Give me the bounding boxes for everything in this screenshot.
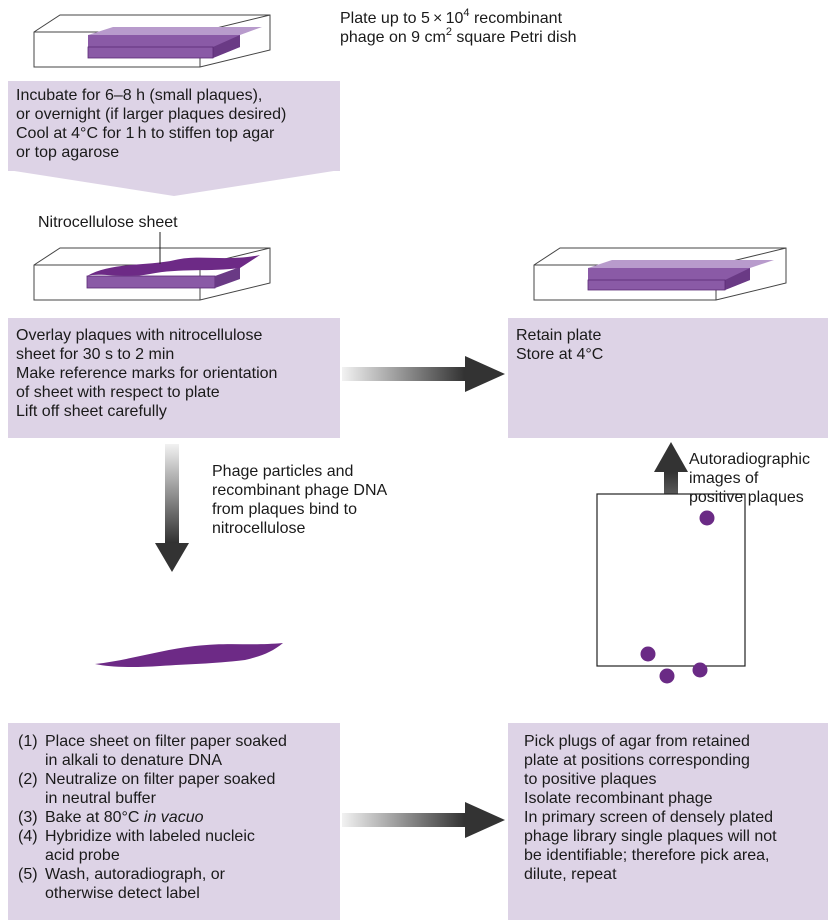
overlay-line: Overlay plaques with nitrocellulose	[16, 327, 263, 344]
step1-caption-line2: phage on 9 cm2 square Petri dish	[340, 25, 577, 46]
autoradiographic-caption: Autoradiographic images of positive plaq…	[689, 450, 810, 507]
retain-box: Retain plate Store at 4°C	[508, 318, 828, 438]
pick-line: Isolate recombinant phage	[524, 790, 713, 807]
incubate-line: or overnight (if larger plaques desired)	[16, 106, 287, 123]
positive-plaque	[692, 662, 708, 678]
petri-dish-with-sheet	[33, 232, 271, 301]
bind-caption-line: from plaques bind to	[212, 501, 357, 518]
bind-caption-line: Phage particles and	[212, 463, 354, 480]
hybridize-box: (1) Place sheet on filter paper soaked in…	[8, 723, 340, 920]
positive-plaque	[640, 646, 656, 662]
procedure-item-4: (4) Hybridize with labeled nucleic acid p…	[18, 827, 340, 865]
procedure-line: acid probe	[45, 847, 120, 864]
pick-line: be identifiable; therefore pick area,	[524, 847, 770, 864]
incubate-line: Incubate for 6–8 h (small plaques),	[16, 87, 263, 104]
procedure-number: (5)	[18, 866, 38, 883]
overlay-line: Make reference marks for orientation	[16, 365, 278, 382]
bind-caption: Phage particles and recombinant phage DN…	[212, 462, 387, 538]
procedure-line: Neutralize on filter paper soaked	[45, 771, 276, 788]
overlay-line: of sheet with respect to plate	[16, 384, 220, 401]
procedure-line: in neutral buffer	[45, 790, 156, 807]
pick-line: to positive plaques	[524, 771, 657, 788]
pick-plugs-box: Pick plugs of agar from retained plate a…	[508, 723, 828, 920]
petri-dish-retained	[533, 247, 787, 301]
procedure-item-1: (1) Place sheet on filter paper soaked in…	[18, 732, 340, 770]
incubate-line: Cool at 4°C for 1 h to stiffen top agar	[16, 125, 275, 142]
procedure-item-2: (2) Neutralize on filter paper soaked in …	[18, 770, 340, 808]
pick-line: In primary screen of densely plated	[524, 809, 774, 826]
nitrocellulose-sheet-label: Nitrocellulose sheet	[38, 214, 178, 231]
incubate-line: or top agarose	[16, 144, 120, 161]
nitrocellulose-sheet-shape	[87, 255, 260, 276]
overlay-line: sheet for 30 s to 2 min	[16, 346, 175, 363]
procedure-line: Hybridize with labeled nucleic	[45, 828, 255, 845]
incubate-box: Incubate for 6–8 h (small plaques), or o…	[8, 81, 340, 171]
autorad-caption-line: Autoradiographic	[689, 451, 810, 468]
autoradiograph-film	[596, 493, 746, 684]
lifted-sheet-shape	[95, 643, 283, 668]
arrow-to-retain	[342, 356, 505, 392]
pick-line: plate at positions corresponding	[524, 752, 750, 769]
step1-caption-line1: Plate up to 5 × 104 recombinant	[340, 6, 563, 27]
arrow-to-pick	[342, 802, 505, 838]
procedure-line: in alkali to denature DNA	[45, 752, 222, 769]
procedure-line: Place sheet on filter paper soaked	[45, 733, 287, 750]
procedure-line: Wash, autoradiograph, or	[45, 866, 225, 883]
pick-line: dilute, repeat	[524, 866, 617, 883]
overlay-box: Overlay plaques with nitrocellulose shee…	[8, 318, 340, 438]
procedure-item-5: (5) Wash, autoradiograph, or otherwise de…	[18, 865, 340, 903]
procedure-line: otherwise detect label	[45, 885, 200, 902]
retain-line: Store at 4°C	[516, 346, 604, 363]
autorad-caption-line: positive plaques	[689, 489, 804, 506]
procedure-number: (4)	[18, 828, 38, 845]
petri-dish-top	[33, 14, 271, 68]
overlay-line: Lift off sheet carefully	[16, 403, 167, 420]
procedure-number: (3)	[18, 809, 38, 826]
retain-line: Retain plate	[516, 327, 602, 344]
positive-plaque	[699, 510, 715, 526]
procedure-item-3: (3) Bake at 80°C in vacuo	[18, 808, 340, 827]
procedure-number: (1)	[18, 733, 38, 750]
procedure-line: Bake at 80°C in vacuo	[45, 809, 204, 826]
step1-caption: Plate up to 5 × 104 recombinant phage on…	[340, 6, 577, 47]
autorad-caption-line: images of	[689, 470, 759, 487]
bind-caption-line: recombinant phage DNA	[212, 482, 388, 499]
arrow-down-bind	[155, 444, 189, 572]
pick-line: phage library single plaques will not	[524, 828, 777, 845]
pick-line: Pick plugs of agar from retained	[524, 733, 750, 750]
procedure-number: (2)	[18, 771, 38, 788]
positive-plaque	[659, 668, 675, 684]
funnel-arrow	[8, 170, 340, 196]
bind-caption-line: nitrocellulose	[212, 520, 306, 537]
